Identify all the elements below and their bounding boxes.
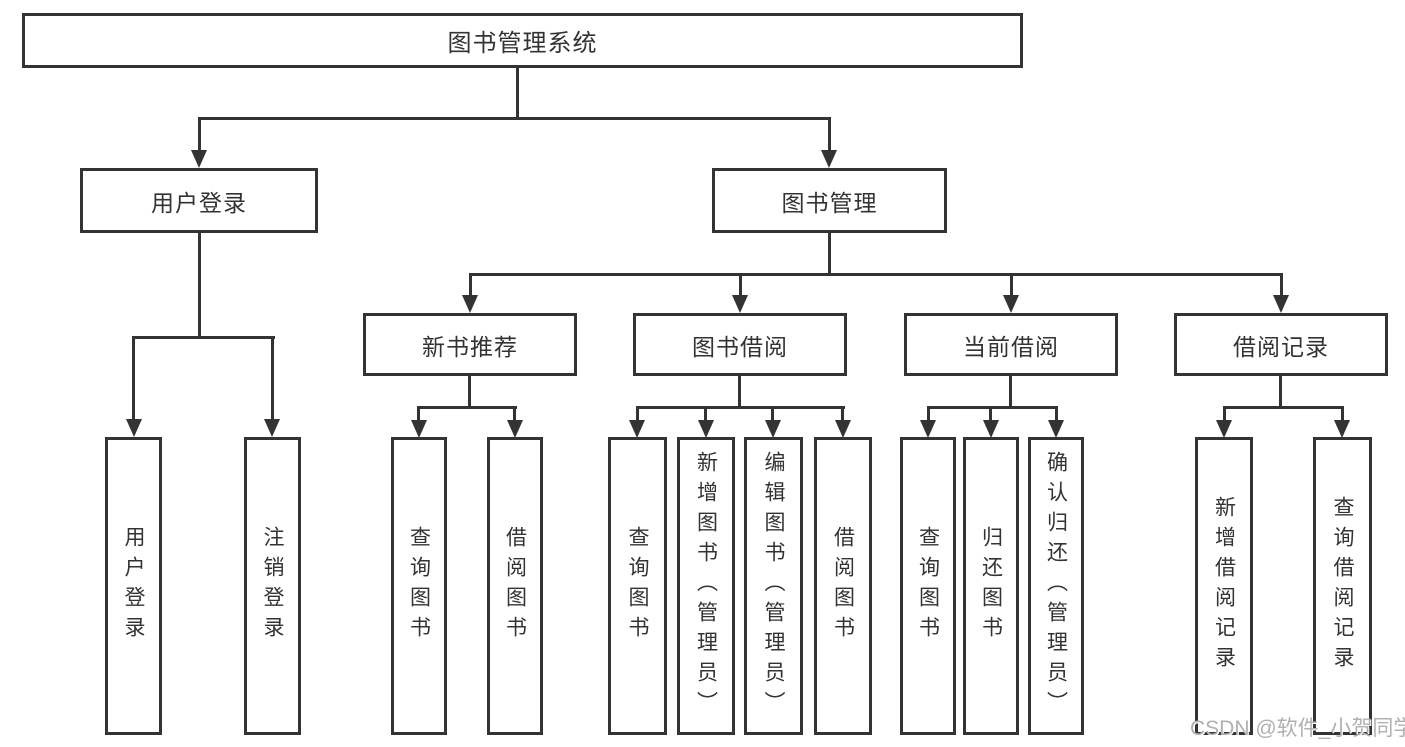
connector-leaf-drop bbox=[989, 406, 992, 422]
node-label: 新书推荐 bbox=[422, 333, 518, 360]
leaf-label: 注销登录 bbox=[261, 526, 284, 646]
node-label: 借阅记录 bbox=[1233, 333, 1329, 360]
leaf-query-books: 查询图书 bbox=[900, 437, 956, 735]
leaf-label: 用户登录 bbox=[122, 526, 145, 646]
leaf-label: 查询图书 bbox=[916, 526, 940, 646]
arrow-down-icon bbox=[1003, 295, 1019, 313]
connector-group-bracket bbox=[417, 406, 517, 409]
arrow-down-icon bbox=[126, 419, 142, 437]
leaf-label: 借阅图书 bbox=[503, 526, 527, 646]
connector-leaf-drop bbox=[927, 406, 930, 422]
arrow-down-icon bbox=[920, 420, 936, 438]
leaf-label: 新增借阅记录 bbox=[1212, 496, 1236, 676]
connector-leaf-drop bbox=[417, 406, 420, 422]
arrow-down-icon bbox=[629, 420, 645, 438]
connector-level3-drop bbox=[1010, 273, 1013, 299]
arrow-down-icon bbox=[1273, 295, 1289, 313]
node-user-login: 用户登录 bbox=[80, 168, 318, 233]
connector-leaf-drop bbox=[513, 406, 516, 422]
connector-leaf-drop bbox=[636, 406, 639, 422]
csdn-watermark: CSDN @软件_小贺同学 bbox=[1190, 717, 1405, 740]
connector-leaf-drop bbox=[704, 406, 707, 422]
leaf-label: 确认归还（管理员） bbox=[1044, 451, 1068, 721]
connector-leaf-drop bbox=[1223, 406, 1226, 422]
arrow-down-icon bbox=[765, 420, 781, 438]
connector-leaf-drop bbox=[1055, 406, 1058, 422]
node-current-borrow: 当前借阅 bbox=[904, 313, 1118, 376]
leaf-user-login: 用户登录 bbox=[105, 437, 162, 735]
node-label: 图书管理系统 bbox=[447, 30, 598, 57]
connector-group-bracket bbox=[636, 406, 845, 409]
connector-user-login-bracket bbox=[132, 336, 275, 339]
connector-group-bracket bbox=[927, 406, 1058, 409]
leaf-label: 借阅图书 bbox=[831, 526, 855, 646]
connector-leaf-drop bbox=[132, 336, 135, 421]
leaf-confirm-return-admin: 确认归还（管理员） bbox=[1028, 437, 1084, 735]
node-new-book-recommend: 新书推荐 bbox=[363, 313, 577, 376]
leaf-edit-book-admin: 编辑图书（管理员） bbox=[744, 437, 803, 735]
connector-leaf-drop bbox=[771, 406, 774, 422]
leaf-return-books: 归还图书 bbox=[963, 437, 1019, 735]
leaf-add-book-admin: 新增图书（管理员） bbox=[677, 437, 735, 735]
arrow-down-icon bbox=[732, 295, 748, 313]
leaf-add-borrow-record: 新增借阅记录 bbox=[1195, 437, 1253, 735]
node-label: 当前借阅 bbox=[963, 333, 1059, 360]
connector-book-management-stem bbox=[828, 231, 831, 275]
arrow-down-icon bbox=[507, 420, 523, 438]
node-label: 图书管理 bbox=[781, 189, 878, 216]
arrow-down-icon bbox=[462, 295, 478, 313]
connector-group-stem bbox=[1009, 374, 1012, 409]
leaf-query-borrow-record: 查询借阅记录 bbox=[1313, 437, 1372, 735]
connector-user-login-stem bbox=[198, 231, 201, 339]
leaf-label: 查询图书 bbox=[407, 526, 431, 646]
connector-level3-drop bbox=[469, 273, 472, 299]
leaf-query-books: 查询图书 bbox=[608, 437, 667, 735]
connector-leaf-drop bbox=[271, 336, 274, 421]
arrow-down-icon bbox=[1216, 420, 1232, 438]
connector-leaf-drop bbox=[841, 406, 844, 422]
arrow-down-icon bbox=[264, 419, 280, 437]
connector-root-stem bbox=[516, 68, 519, 120]
leaf-label: 查询图书 bbox=[626, 526, 649, 646]
leaf-query-books: 查询图书 bbox=[391, 437, 447, 735]
connector-group-bracket bbox=[1223, 406, 1344, 409]
leaf-borrow-books: 借阅图书 bbox=[814, 437, 872, 735]
leaf-label: 编辑图书（管理员） bbox=[762, 451, 785, 721]
arrow-down-icon bbox=[835, 420, 851, 438]
node-book-borrow: 图书借阅 bbox=[633, 313, 847, 376]
node-borrow-records: 借阅记录 bbox=[1174, 313, 1388, 376]
connector-leaf-drop bbox=[1341, 406, 1344, 422]
arrow-down-icon bbox=[1334, 420, 1350, 438]
connector-group-stem bbox=[468, 374, 471, 409]
arrow-down-icon bbox=[191, 150, 207, 168]
node-book-management: 图书管理 bbox=[712, 168, 947, 233]
leaf-logout: 注销登录 bbox=[244, 437, 301, 735]
connector-group-stem bbox=[1279, 374, 1282, 409]
connector-level2-bracket bbox=[198, 117, 831, 120]
leaf-label: 归还图书 bbox=[979, 526, 1003, 646]
connector-user-login-drop bbox=[198, 117, 201, 153]
leaf-label: 新增图书（管理员） bbox=[694, 451, 718, 721]
arrow-down-icon bbox=[983, 420, 999, 438]
connector-level3-drop bbox=[1280, 273, 1283, 299]
node-label: 图书借阅 bbox=[692, 333, 788, 360]
leaf-borrow-books: 借阅图书 bbox=[487, 437, 543, 735]
connector-book-management-drop bbox=[828, 117, 831, 153]
arrow-down-icon bbox=[821, 150, 837, 168]
connector-level3-bracket bbox=[469, 273, 1283, 276]
leaf-label: 查询借阅记录 bbox=[1331, 496, 1354, 676]
arrow-down-icon bbox=[698, 420, 714, 438]
node-label: 用户登录 bbox=[151, 189, 247, 216]
node-library-management-system: 图书管理系统 bbox=[22, 13, 1023, 68]
arrow-down-icon bbox=[1048, 420, 1064, 438]
connector-group-stem bbox=[738, 374, 741, 409]
arrow-down-icon bbox=[411, 420, 427, 438]
connector-level3-drop bbox=[739, 273, 742, 299]
